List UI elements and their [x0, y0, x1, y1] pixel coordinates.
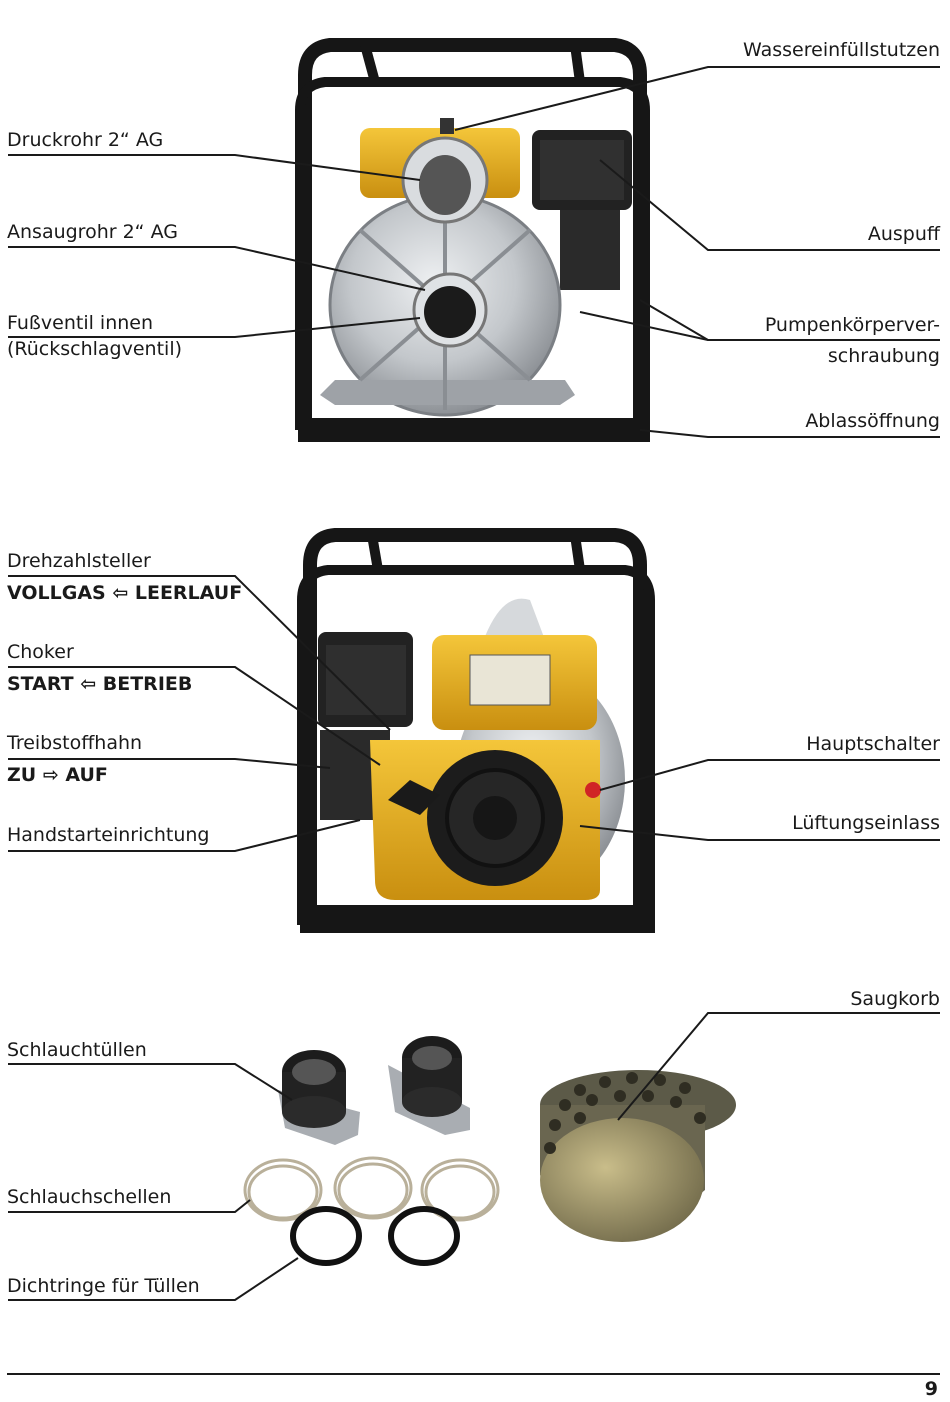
footer-rule	[7, 1373, 940, 1375]
label-choker: Choker	[7, 641, 74, 663]
seal-ring-1	[290, 1206, 362, 1266]
label-schlauchtuellen: Schlauchtüllen	[7, 1039, 147, 1061]
accessories	[243, 1036, 736, 1266]
pump-engine-side-view	[297, 528, 655, 933]
label-pumpenkoerper-line2: schraubung	[827, 345, 940, 367]
hose-nozzle-2	[388, 1036, 470, 1135]
pump-front-view	[295, 38, 650, 442]
label-druckrohr: Druckrohr 2“ AG	[7, 129, 164, 151]
label-saugkorb: Saugkorb	[850, 988, 940, 1010]
label-treibstoff-mode: ZU ⇨ AUF	[7, 764, 108, 786]
label-ablassoeffnung: Ablassöffnung	[805, 410, 940, 432]
suction-strainer	[540, 1070, 736, 1242]
label-drehzahlsteller: Drehzahlsteller	[7, 550, 151, 572]
label-fussventil-line1: Fußventil innen	[7, 312, 154, 334]
label-lueftungseinlass: Lüftungseinlass	[792, 812, 940, 834]
hose-nozzle-1	[278, 1050, 360, 1145]
label-handstarteinrichtung: Handstarteinrichtung	[7, 824, 210, 846]
label-choker-mode: START ⇦ BETRIEB	[7, 673, 193, 695]
label-treibstoffhahn: Treibstoffhahn	[7, 732, 143, 754]
label-ansaugrohr: Ansaugrohr 2“ AG	[7, 221, 178, 243]
label-schlauchschellen: Schlauchschellen	[7, 1186, 172, 1208]
label-pumpenkoerper-line1: Pumpenkörperver-	[764, 314, 940, 336]
label-wassereinfuellstutzen: Wassereinfüllstutzen	[743, 39, 940, 61]
label-hauptschalter: Hauptschalter	[806, 733, 940, 755]
hose-clamps	[243, 1156, 500, 1222]
seal-ring-2	[388, 1206, 460, 1266]
label-drehzahl-mode: VOLLGAS ⇦ LEERLAUF	[7, 582, 243, 604]
page-number: 9	[924, 1378, 938, 1400]
label-auspuff: Auspuff	[867, 223, 940, 245]
label-dichtringe: Dichtringe für Tüllen	[7, 1275, 200, 1297]
label-fussventil-line2: (Rückschlagventil)	[7, 338, 183, 360]
